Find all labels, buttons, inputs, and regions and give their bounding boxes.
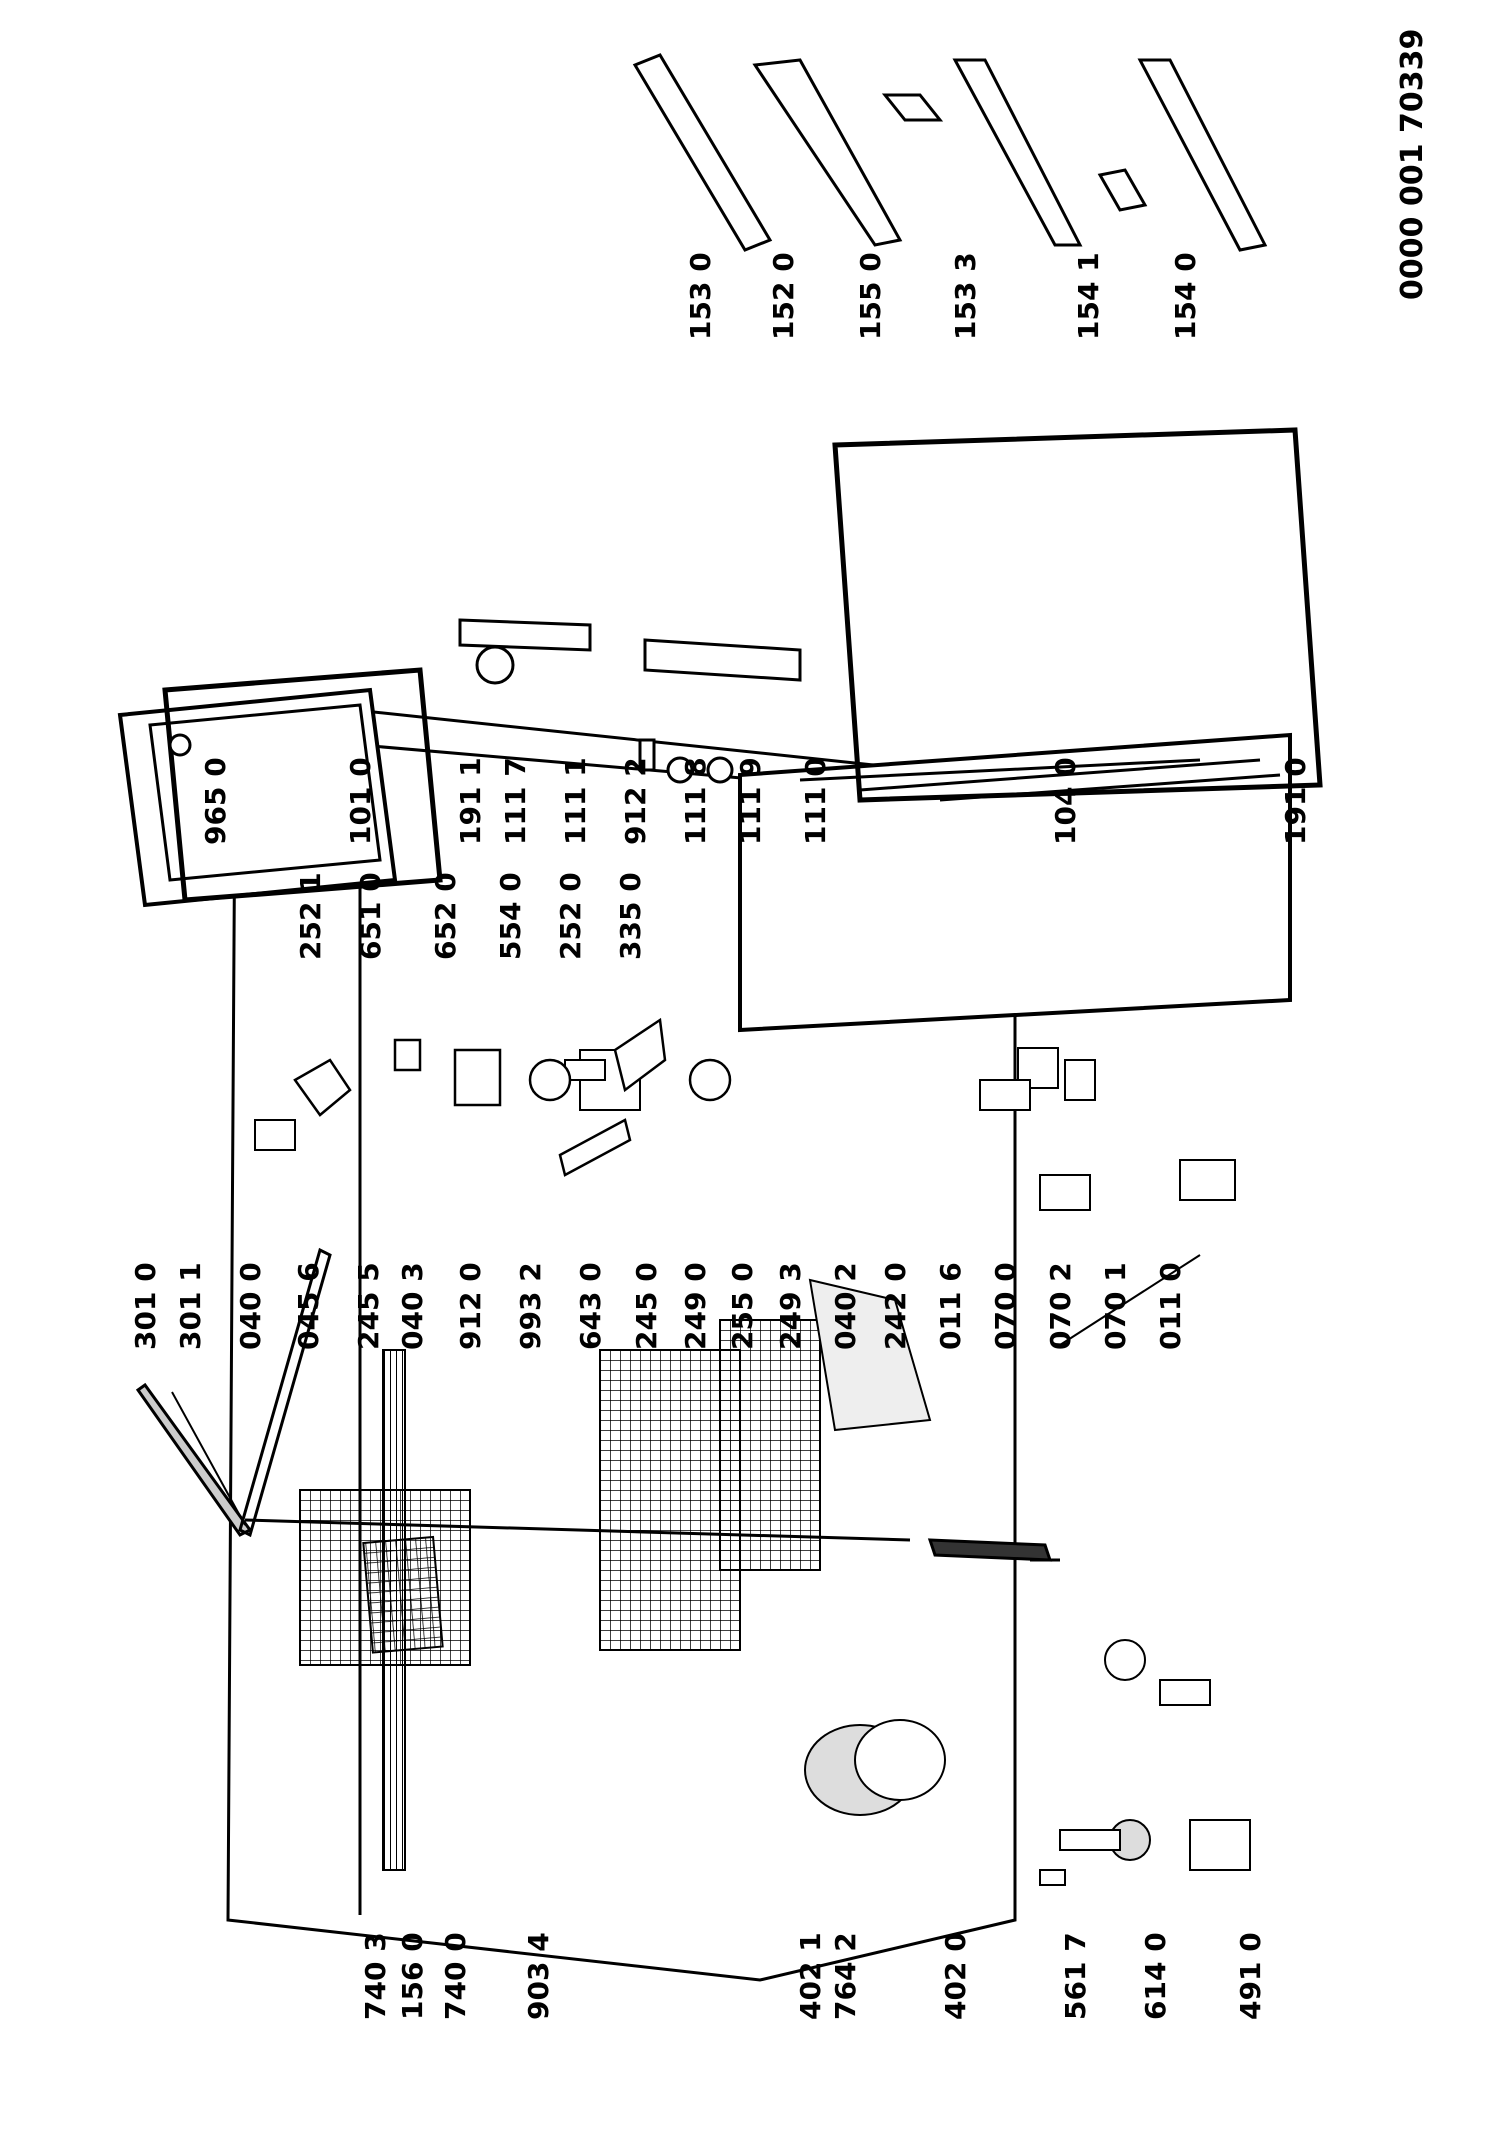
part-number-label: 154 1 <box>1072 252 1105 340</box>
accessory-labels: 153 0 152 0 155 0 153 3 154 1 154 0 <box>684 252 1202 340</box>
leader-lines <box>171 1254 1201 1526</box>
part-number-label: 491 0 <box>1234 1932 1267 2020</box>
part-number-label: 993 2 <box>514 1262 547 1350</box>
part-number-label: 764 2 <box>829 1932 862 2020</box>
part-number-label: 912 2 <box>619 757 652 845</box>
part-number-label: 301 1 <box>174 1262 207 1350</box>
part-number-label: 965 0 <box>199 757 232 845</box>
part-number-label: 402 1 <box>794 1932 827 2020</box>
part-number-label: 191 0 <box>1279 757 1312 845</box>
part-number-label: 045 6 <box>292 1262 325 1350</box>
part-number-label: 111 1 <box>559 757 592 845</box>
part-number-label: 111 7 <box>499 757 532 845</box>
part-number-label: 070 2 <box>1044 1262 1077 1350</box>
part-number-label: 040 0 <box>234 1262 267 1350</box>
part-number-label: 154 0 <box>1169 252 1202 340</box>
part-number-label: 101 0 <box>344 757 377 845</box>
part-number-label: 255 0 <box>726 1262 759 1350</box>
part-number-label: 643 0 <box>574 1262 607 1350</box>
part-number-label: 252 0 <box>554 872 587 960</box>
part-number-label: 249 3 <box>774 1262 807 1350</box>
door-accessories <box>632 53 1268 252</box>
part-number-label: 104 0 <box>1049 757 1082 845</box>
part-number-label: 070 0 <box>989 1262 1022 1350</box>
doors-labels: 965 0 101 0 191 1 111 7 111 1 912 2 111 8 111 9… <box>199 757 1312 845</box>
part-number-label: 191 1 <box>454 757 487 845</box>
part-number-label: 111 9 <box>734 757 767 845</box>
part-number-label: 249 0 <box>679 1262 712 1350</box>
part-number-label: 040 3 <box>396 1262 429 1350</box>
document-number: 0000 001 70339 <box>1395 29 1430 300</box>
part-number-label: 242 0 <box>879 1262 912 1350</box>
part-number-label: 402 0 <box>939 1932 972 2020</box>
part-number-label: 652 0 <box>429 872 462 960</box>
part-number-label: 153 0 <box>684 252 717 340</box>
part-number-label: 111 8 <box>679 757 712 845</box>
part-number-label: 554 0 <box>494 872 527 960</box>
part-number-label: 912 0 <box>454 1262 487 1350</box>
part-number-label: 252 1 <box>294 872 327 960</box>
part-number-label: 152 0 <box>767 252 800 340</box>
doors-assembly <box>117 427 1323 1033</box>
part-number-label: 301 0 <box>129 1262 162 1350</box>
controls-labels: 252 1 651 0 652 0 554 0 252 0 335 0 <box>294 872 647 960</box>
part-number-label: 740 0 <box>439 1932 472 2020</box>
part-number-label: 651 0 <box>354 872 387 960</box>
part-number-label: 903 4 <box>522 1932 555 2020</box>
part-number-label: 245 0 <box>630 1262 663 1350</box>
controls-assembly <box>293 1017 732 1177</box>
cabinet-labels-right: 301 0 301 1 040 0 045 6 245 5 040 3 912 0 993 2… <box>129 1262 1187 1350</box>
part-number-label: 561 7 <box>1059 1932 1092 2020</box>
part-number-label: 070 1 <box>1099 1262 1132 1350</box>
part-number-label: 111 0 <box>799 757 832 845</box>
part-number-label: 245 5 <box>352 1262 385 1350</box>
part-number-label: 740 3 <box>359 1932 392 2020</box>
part-number-label: 156 0 <box>396 1932 429 2020</box>
part-number-label: 011 6 <box>934 1262 967 1350</box>
part-number-label: 614 0 <box>1139 1932 1172 2020</box>
part-number-label: 040 2 <box>829 1262 862 1350</box>
part-number-label: 155 0 <box>854 252 887 340</box>
part-number-label: 335 0 <box>614 872 647 960</box>
part-number-label: 153 3 <box>949 252 982 340</box>
part-number-label: 011 0 <box>1154 1262 1187 1350</box>
